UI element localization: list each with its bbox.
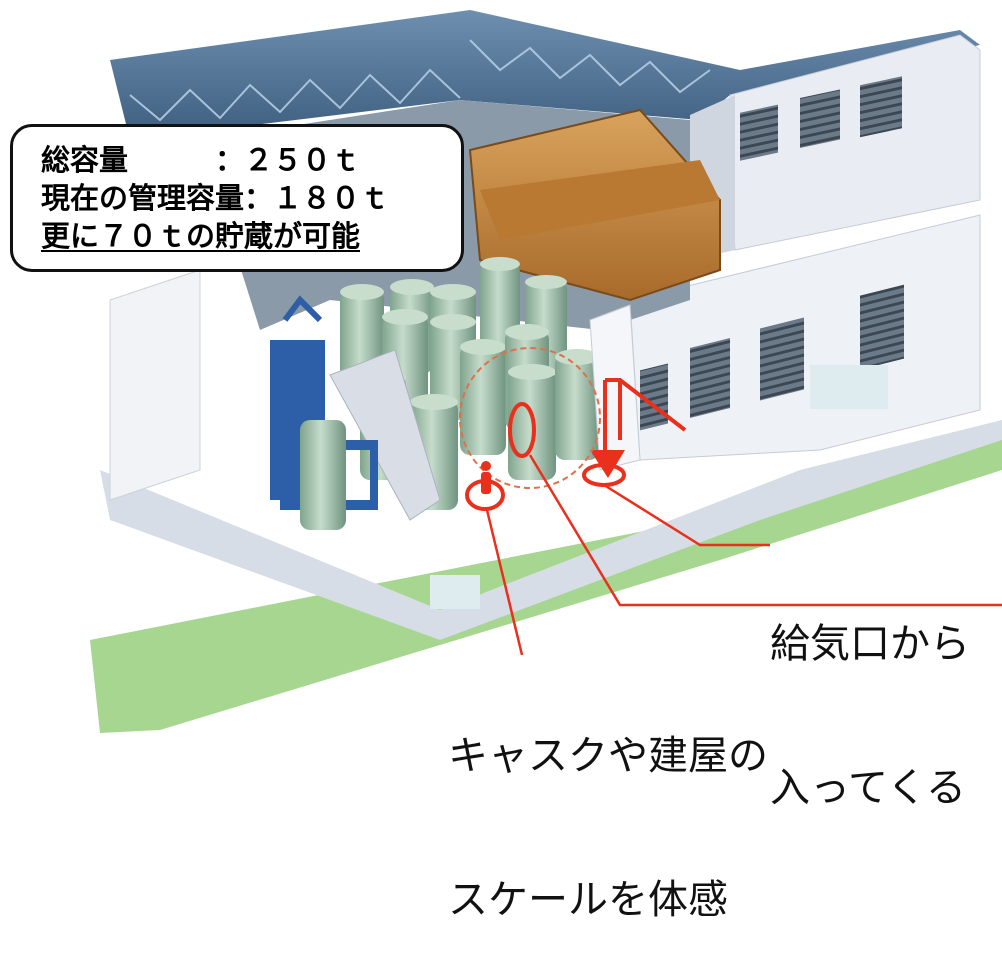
person-figure <box>481 461 491 494</box>
front-wall-edge <box>589 304 641 471</box>
vent-lower-2 <box>690 337 730 418</box>
total-capacity-text: 総容量 ：２５０ｔ <box>41 143 361 177</box>
handling-rack <box>270 295 378 530</box>
airflow-callout-line1: 給気口から <box>770 621 970 667</box>
cask <box>340 284 384 380</box>
roof-truss <box>110 10 980 140</box>
vent-upper-2 <box>800 89 840 148</box>
cask-highlight-ring <box>508 402 536 458</box>
scale-callout: キャスクや建屋の スケールを体感 <box>448 636 768 972</box>
airflow-callout: 給気口から 入ってくる <box>770 524 970 860</box>
crane-girder <box>480 160 720 240</box>
vent-upper-3 <box>860 76 902 138</box>
label-mask <box>810 365 888 409</box>
cask <box>555 349 599 460</box>
ground-slab <box>100 420 1002 640</box>
vent-lower-3 <box>760 317 804 401</box>
scale-callout-line2: スケールを体感 <box>448 877 728 923</box>
roof-truss-lattice <box>129 39 711 122</box>
left-wall <box>109 269 201 501</box>
current-capacity-text: 現在の管理容量：１８０ｔ <box>41 181 390 215</box>
remaining-capacity-text: 更に７０ｔの貯蔵が可能 <box>41 219 361 253</box>
vent-upper-1 <box>740 104 778 161</box>
person-leader-line <box>485 509 524 656</box>
airflow-callout-line2: 入ってくる <box>770 765 966 811</box>
scale-highlight-circle <box>459 347 601 489</box>
shield-wall <box>329 349 441 521</box>
label-mask-2 <box>430 575 480 609</box>
airflow-leader-line <box>603 483 770 547</box>
vent-lower-4 <box>860 284 904 370</box>
scale-callout-line1: キャスクや建屋の <box>448 733 768 779</box>
airflow-arrow <box>603 378 687 450</box>
cask <box>460 339 506 455</box>
cask-leader-line <box>528 454 1002 607</box>
capacity-info-box: 総容量 ：２５０ｔ 現在の管理容量：１８０ｔ 更に７０ｔの貯蔵が可能 <box>10 124 464 272</box>
